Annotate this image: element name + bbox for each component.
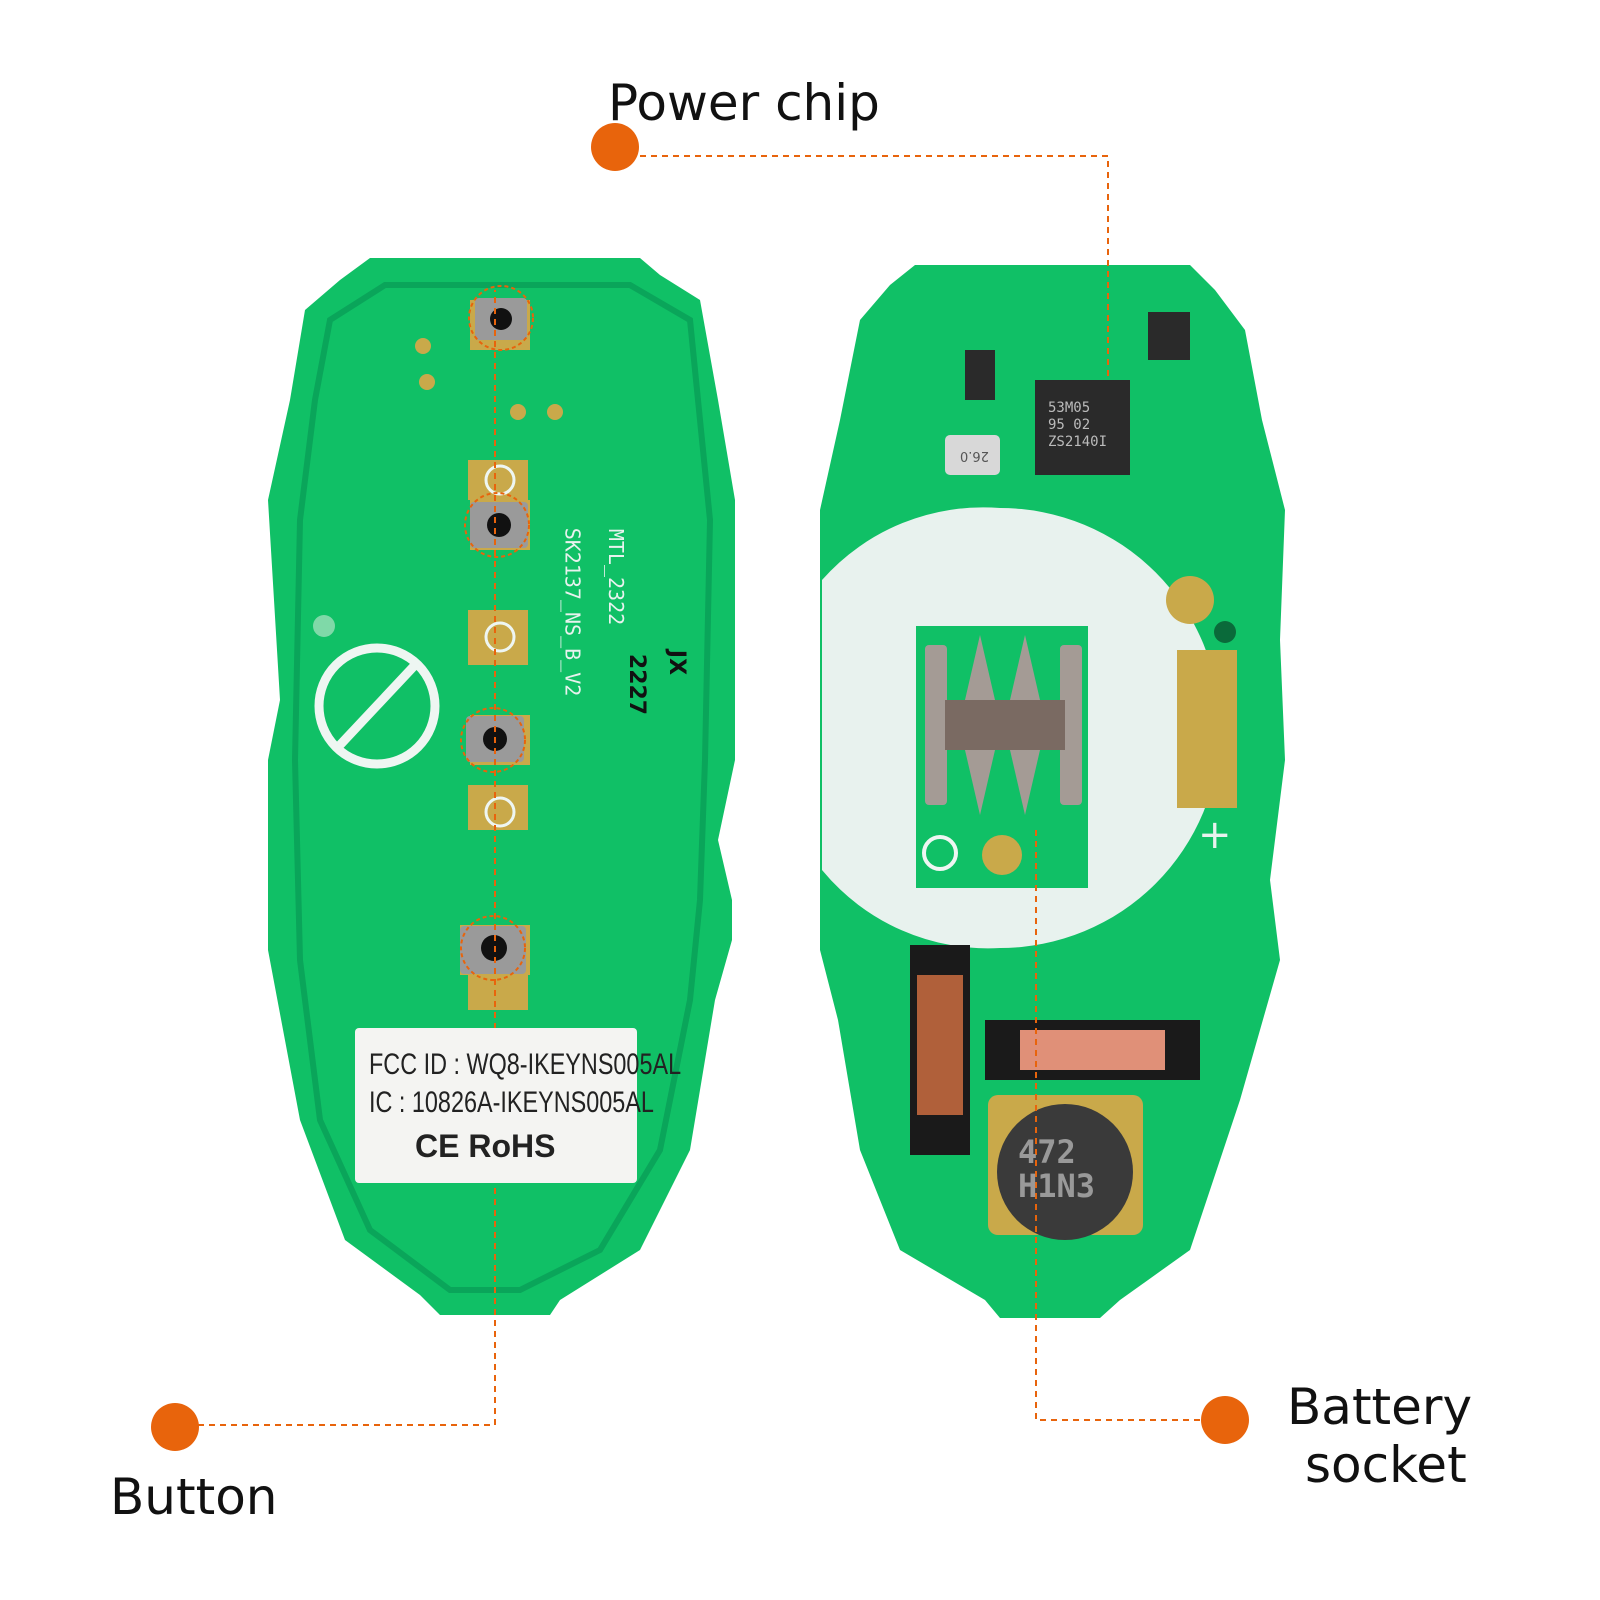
battery-socket-label-line1: Battery xyxy=(1287,1378,1473,1436)
ic-id: IC : 10826A-IKEYNS005AL xyxy=(369,1086,654,1119)
power-chip-label: Power chip xyxy=(608,74,880,132)
silk-date: 2227 xyxy=(624,653,650,716)
fcc-label: FCC ID : WQ8-IKEYNS005AL IC : 10826A-IKE… xyxy=(355,1028,681,1183)
button-label: Button xyxy=(110,1468,278,1526)
fcc-id: FCC ID : WQ8-IKEYNS005AL xyxy=(369,1048,682,1081)
crystal-marking: 26.0 xyxy=(960,448,989,463)
cert-marks: CE RoHS xyxy=(415,1128,556,1164)
right-pcb xyxy=(820,265,1285,1318)
inductor-marking: 472 H1N3 xyxy=(1018,1135,1095,1203)
chip-line: 53M05 xyxy=(1048,400,1091,416)
callout-lines xyxy=(198,155,1200,1426)
battery-socket-label-line2: socket xyxy=(1305,1436,1467,1494)
silk-mtl: MTL_2322 xyxy=(604,528,629,626)
plus-mark: + xyxy=(1198,812,1232,858)
chip-line: ZS2140I xyxy=(1048,434,1108,450)
inductor-line: 472 xyxy=(1018,1133,1076,1171)
chip-line: 95 02 xyxy=(1048,417,1091,433)
silk-sk: SK2137_NS_B_V2 xyxy=(560,527,585,697)
silk-jx: JX xyxy=(664,649,690,676)
inductor-line: H1N3 xyxy=(1018,1167,1096,1205)
button-marker xyxy=(151,1403,199,1451)
power-chip-marker xyxy=(591,123,639,171)
chip-marking: 53M05 95 02 ZS2140I xyxy=(1048,400,1107,451)
power-chip xyxy=(1035,380,1130,475)
battery-socket-marker xyxy=(1201,1396,1249,1444)
